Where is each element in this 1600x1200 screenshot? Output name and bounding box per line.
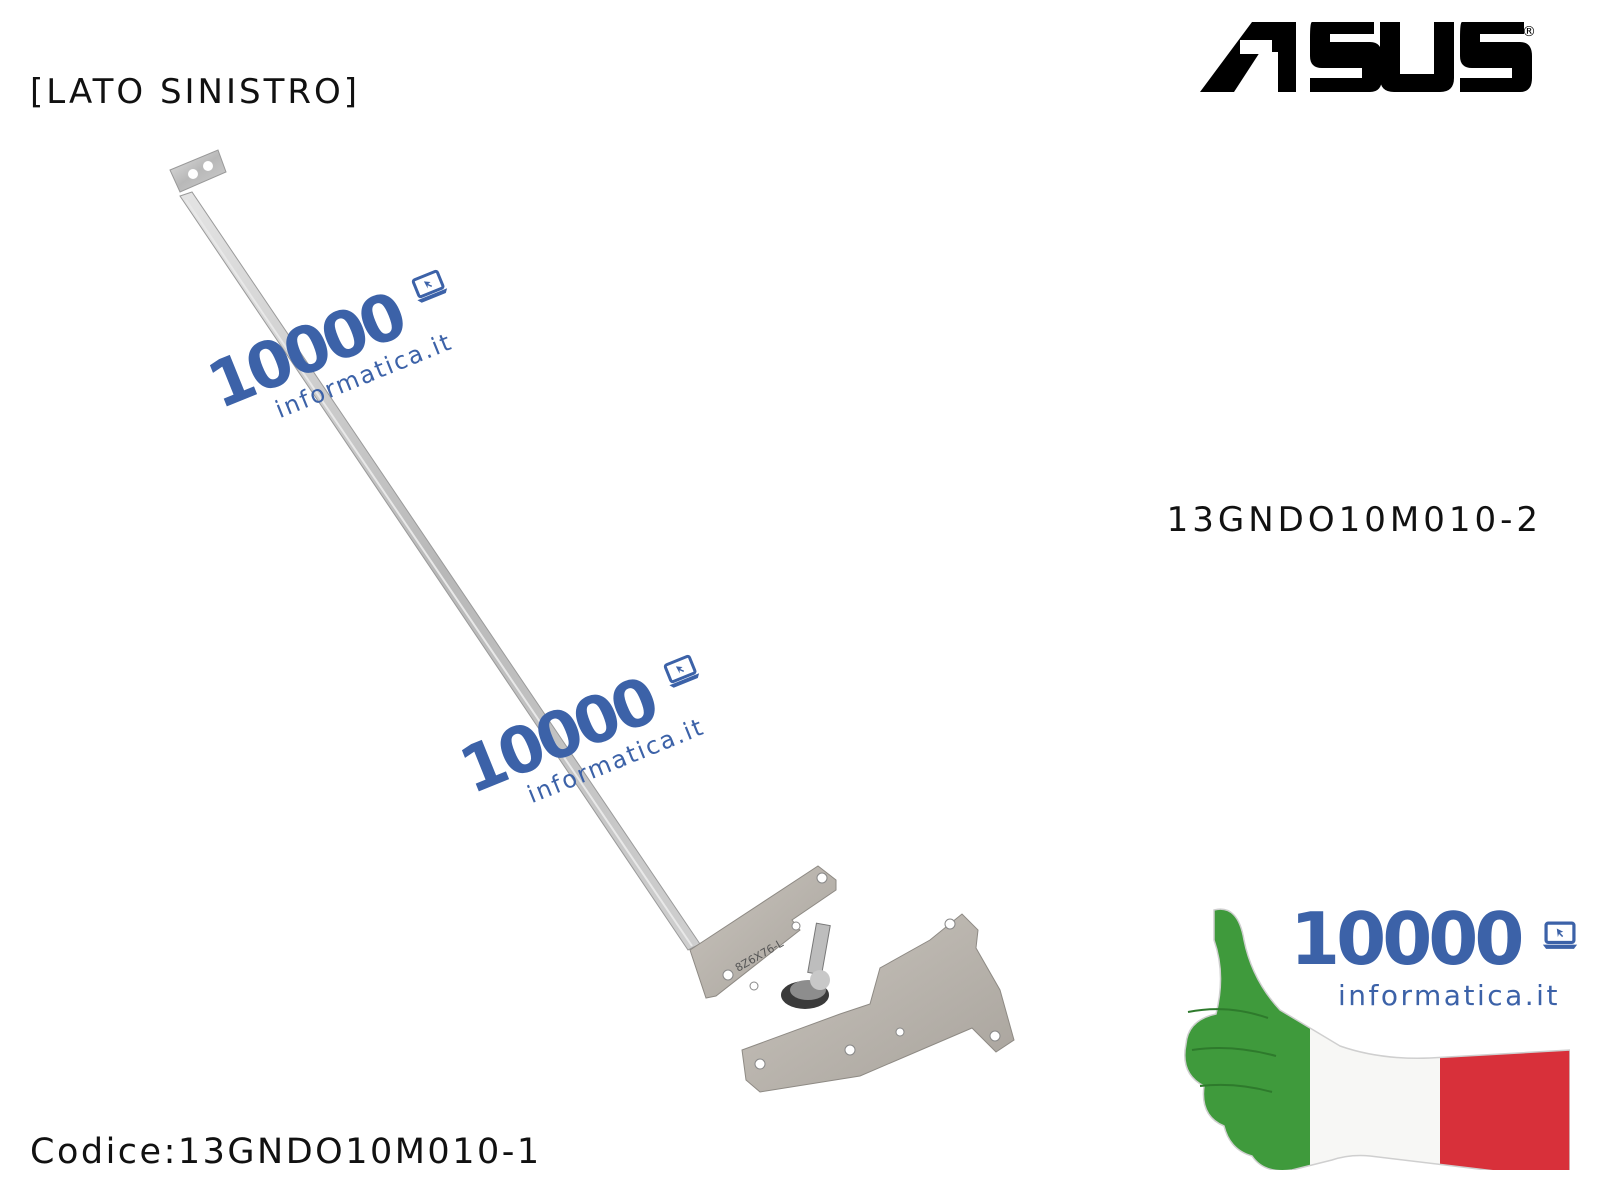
registered-mark: ®	[1522, 24, 1536, 40]
product-code: Codice:13GNDO10M010-1	[30, 1132, 542, 1172]
badge-domain: informatica.it	[1338, 979, 1560, 1012]
laptop-cursor-icon	[1542, 921, 1577, 949]
lower-hinge-plate	[741, 913, 1015, 1093]
hinge-spring	[781, 922, 831, 1009]
part-number-alt: 13GNDO10M010-2	[1166, 500, 1542, 540]
side-label: [LATO SINISTRO]	[30, 72, 361, 112]
watermark: 10000 informatica.it	[198, 263, 473, 443]
laptop-cursor-icon	[411, 269, 447, 303]
watermark: 10000 informatica.it	[450, 648, 725, 828]
laptop-cursor-icon	[663, 654, 699, 688]
top-mount-tab	[169, 149, 227, 193]
badge-brand: 10000 informatica.it	[1290, 903, 1580, 1012]
badge-number: 10000	[1290, 897, 1524, 981]
asus-logo: ®	[1200, 22, 1536, 92]
thumbs-up-flag-image	[1184, 908, 1570, 1170]
